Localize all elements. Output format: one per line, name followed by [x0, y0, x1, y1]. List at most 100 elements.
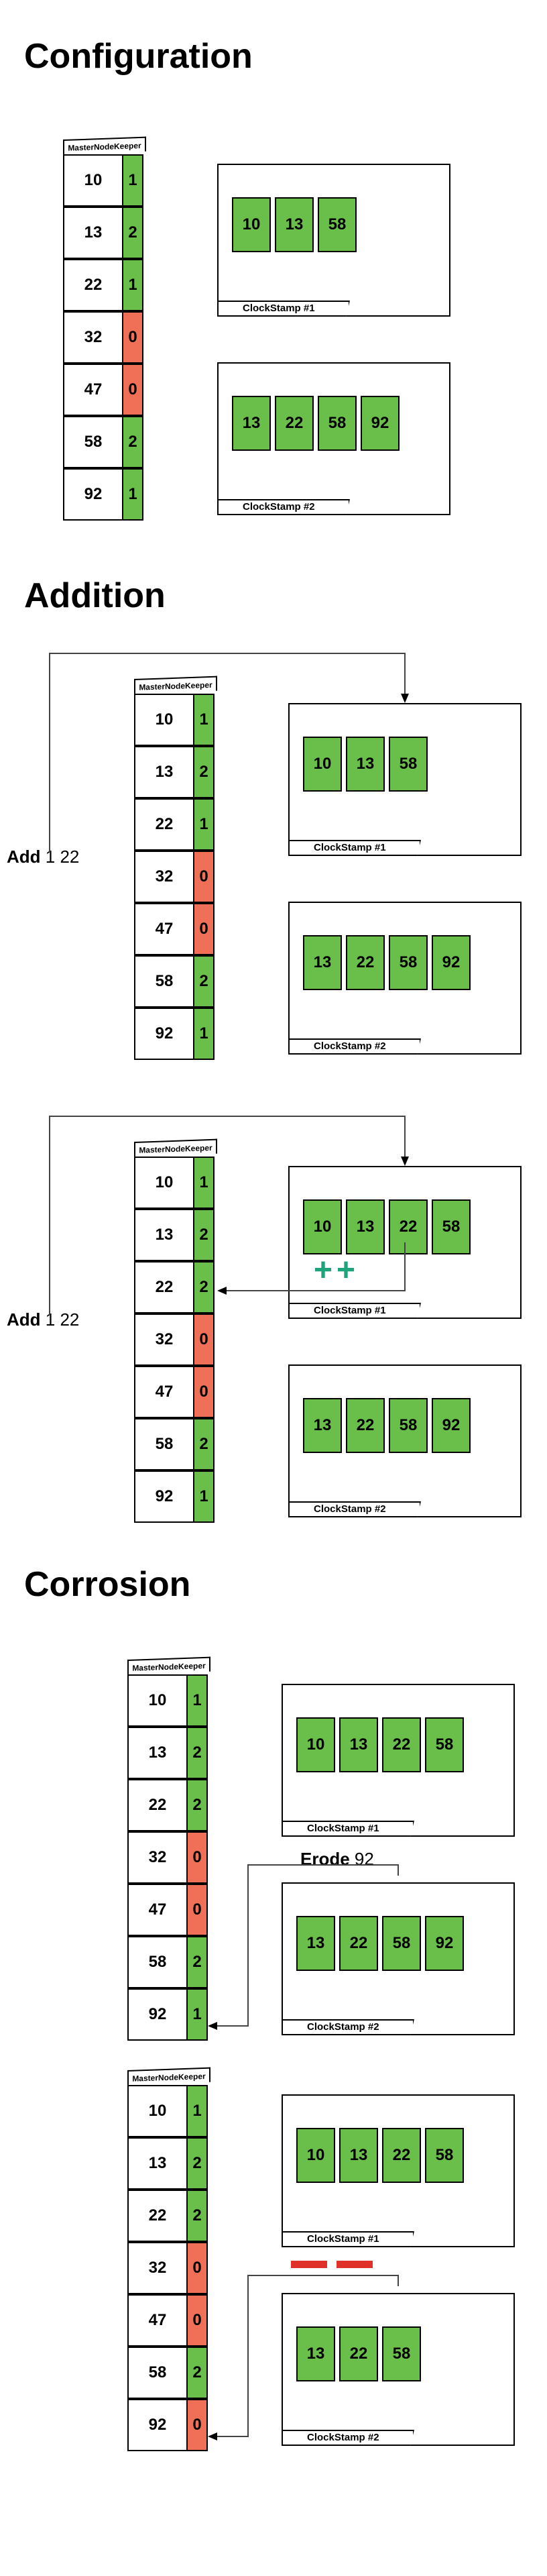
arrowhead-icon	[217, 1287, 227, 1295]
section-title-corrosion: Corrosion	[24, 1565, 191, 1604]
stamp-label: ClockStamp #1	[288, 1303, 421, 1319]
keeper-value: 13	[63, 207, 123, 259]
keeper-count: 0	[122, 364, 143, 416]
keeper-count: 2	[186, 2347, 208, 2399]
keeper-value: 32	[127, 2242, 188, 2294]
keeper-value: 47	[134, 1366, 194, 1418]
stamp-item: 22	[382, 1717, 421, 1772]
connector-line	[212, 1864, 399, 2027]
keeper-count: 2	[186, 1936, 208, 1988]
stamp-label: ClockStamp #2	[282, 2430, 414, 2446]
arrowhead-icon	[208, 2022, 217, 2030]
connector-arrows	[49, 1116, 409, 1315]
keeper-value: 47	[134, 903, 194, 955]
operation-keyword: Add	[7, 1309, 41, 1330]
connector-arrows	[208, 1864, 399, 2030]
stamp-item: 22	[339, 1916, 378, 1971]
decrement-marker	[291, 2261, 327, 2268]
stamp-item: 58	[425, 2128, 464, 2183]
operation-args: 1 22	[40, 1309, 80, 1330]
keeper-value: 10	[134, 694, 194, 746]
keeper-count: 0	[186, 1884, 208, 1936]
keeper-count: 2	[186, 2137, 208, 2190]
keeper-value: 58	[127, 1936, 188, 1988]
keeper-value: 10	[127, 1674, 188, 1727]
keeper-value: 32	[134, 851, 194, 903]
stamp-item: 58	[389, 737, 428, 792]
keeper-value: 92	[134, 1470, 194, 1523]
stamp-item: 10	[296, 2128, 335, 2183]
keeper-count: 2	[186, 1779, 208, 1831]
stamp-item: 13	[232, 396, 271, 451]
keeper-value: 92	[134, 1008, 194, 1060]
connector-arrows	[49, 653, 409, 852]
keeper-count: 0	[193, 1366, 215, 1418]
keeper-count: 2	[186, 2190, 208, 2242]
connector-line	[221, 1242, 406, 1291]
stamp-item: 10	[303, 737, 342, 792]
keeper-count: 0	[186, 1831, 208, 1884]
stamp-item: 58	[389, 1398, 428, 1453]
stamp-item: 13	[346, 737, 385, 792]
keeper-value: 22	[127, 1779, 188, 1831]
stamp-item: 13	[339, 1717, 378, 1772]
stamp-item: 10	[303, 1199, 342, 1254]
keeper-count: 2	[122, 416, 143, 468]
arrowhead-icon	[208, 2432, 217, 2440]
operation-keyword: Add	[7, 847, 41, 867]
stamp-item: 22	[346, 1398, 385, 1453]
stamp-item: 58	[432, 1199, 471, 1254]
connector-arrows	[208, 2275, 399, 2440]
keeper-value: 22	[127, 2190, 188, 2242]
connector-line	[49, 653, 406, 852]
stamp-item: 13	[303, 1398, 342, 1453]
stamp-item: 58	[425, 1717, 464, 1772]
stamp-item: 22	[389, 1199, 428, 1254]
keeper-count: 0	[193, 851, 215, 903]
keeper-value: 58	[134, 955, 194, 1008]
keeper-value: 22	[134, 1261, 194, 1313]
stamp-item: 13	[339, 2128, 378, 2183]
stamp-item: 92	[425, 1916, 464, 1971]
keeper-value: 58	[134, 1418, 194, 1470]
keeper-value: 92	[127, 2399, 188, 2451]
keeper-count: 0	[122, 311, 143, 364]
keeper-count: 0	[186, 2242, 208, 2294]
